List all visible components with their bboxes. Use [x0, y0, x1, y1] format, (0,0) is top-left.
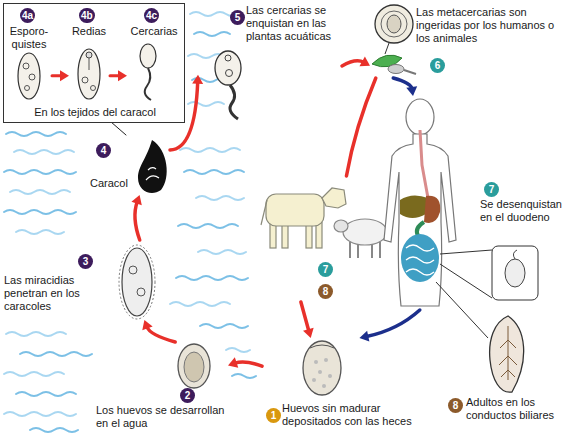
small-cercaria-figure — [140, 44, 156, 100]
cycle-arrow — [301, 302, 314, 338]
cycle-arrow — [342, 57, 370, 67]
host-node: 7Se desenquistan en el duodeno — [396, 96, 566, 310]
sporocyst-figure — [18, 53, 40, 99]
stage-node: 5Las cercarias se enquistan en las plant… — [198, 4, 342, 122]
host-node: 78 — [258, 176, 392, 302]
arrow-head — [192, 75, 203, 84]
redia-figure — [78, 49, 100, 99]
cycle-arrow — [52, 70, 69, 81]
snail-figure — [138, 140, 167, 193]
cercaria-figure — [215, 51, 241, 119]
cycle-arrow — [170, 75, 203, 150]
callout-number: 4 — [96, 143, 111, 158]
cycle-arrow — [228, 357, 262, 367]
callout-number: 7 — [484, 182, 499, 197]
callout-number: 5 — [230, 10, 245, 25]
callout-number: 2 — [180, 388, 195, 403]
adult-fluke-figure — [436, 282, 524, 392]
stage-label: Se desenquistan en el duodeno — [480, 198, 564, 224]
stage-label: Caracol — [90, 177, 136, 190]
callout-number: 4a — [20, 8, 35, 23]
stage-label: Huevos sin madurar depositados con las h… — [282, 402, 428, 428]
connector-line — [112, 123, 126, 135]
metacercaria-figure — [375, 5, 413, 54]
arrow-head — [118, 70, 127, 81]
arrow-head — [359, 57, 370, 67]
stage-node: 2Los huevos se desarrollan en el agua — [96, 342, 228, 432]
stage-label: Las miracidias penetran en los caracoles — [4, 274, 100, 313]
stage-node: 8Adultos en los conductos biliares — [446, 312, 564, 428]
embryonated-egg — [178, 344, 210, 388]
stage-node: 4cCercarias — [127, 8, 182, 102]
callout-number: 3 — [78, 254, 93, 269]
stage-node: Las metacercarias son ingeridas por los … — [370, 2, 564, 78]
arrow-head — [303, 328, 314, 338]
stage-label: Las metacercarias son ingeridas por los … — [416, 6, 562, 45]
sheep-figure — [334, 219, 387, 258]
cycle-arrow — [393, 78, 417, 96]
stage-node: 4Caracol — [90, 135, 170, 195]
cycle-arrow — [359, 310, 419, 342]
callout-number: 1 — [266, 408, 281, 423]
arrow-head — [228, 357, 238, 367]
stage-label: Los huevos se desarrollan en el agua — [96, 404, 226, 430]
connector-line — [135, 202, 140, 240]
arrow-head — [60, 70, 69, 81]
stage-label: Redias — [69, 25, 109, 38]
cycle-arrow — [110, 70, 127, 81]
connector-line — [366, 310, 419, 337]
arrow-head — [131, 195, 141, 205]
connector-line — [346, 78, 375, 176]
human-figure — [384, 99, 456, 306]
stage-node: 4bRedias — [69, 8, 110, 102]
cycle-arrow — [346, 78, 375, 176]
miracidium-figure — [119, 245, 155, 319]
stage-label: Las cercarias se enquistan en las planta… — [246, 4, 340, 43]
inset-ground — [3, 3, 185, 123]
plant-and-spoon — [372, 55, 416, 74]
duodenum-inset — [440, 246, 538, 300]
inset-box: En los tejidos del caracol 4aEsporo- quis… — [3, 3, 185, 123]
stage-label: Adultos en los conductos biliares — [466, 396, 560, 422]
callout-number: 4c — [144, 8, 159, 23]
cow-figure — [261, 188, 346, 248]
stage-label: Cercarias — [127, 25, 181, 38]
arrow-head — [359, 331, 369, 342]
callout-number: 6 — [430, 58, 445, 73]
arrow-head — [142, 320, 152, 330]
inset-caption: En los tejidos del caracol — [20, 106, 170, 119]
stage-node: 1Huevos sin madurar depositados con las … — [262, 338, 430, 432]
connector-line — [235, 362, 262, 366]
connector-line — [393, 78, 412, 89]
callout-number: 8 — [448, 398, 463, 413]
stage-node: 4aEsporo- quistes — [7, 8, 52, 102]
callout-number: 7 — [318, 262, 333, 277]
connector-line — [147, 327, 175, 342]
stage-label: Esporo- quistes — [7, 25, 51, 51]
callout-number: 8 — [318, 284, 333, 299]
cycle-arrow — [142, 320, 175, 342]
cycle-arrow — [131, 195, 141, 240]
stage-node: 3Las miracidias penetran en los caracole… — [4, 240, 160, 320]
connector-line — [301, 302, 309, 331]
connector-line — [170, 82, 198, 150]
unembryonated-egg — [303, 341, 341, 395]
arrow-head — [406, 86, 417, 96]
cycle-arrow — [112, 123, 126, 135]
callout-number: 4b — [79, 8, 95, 23]
